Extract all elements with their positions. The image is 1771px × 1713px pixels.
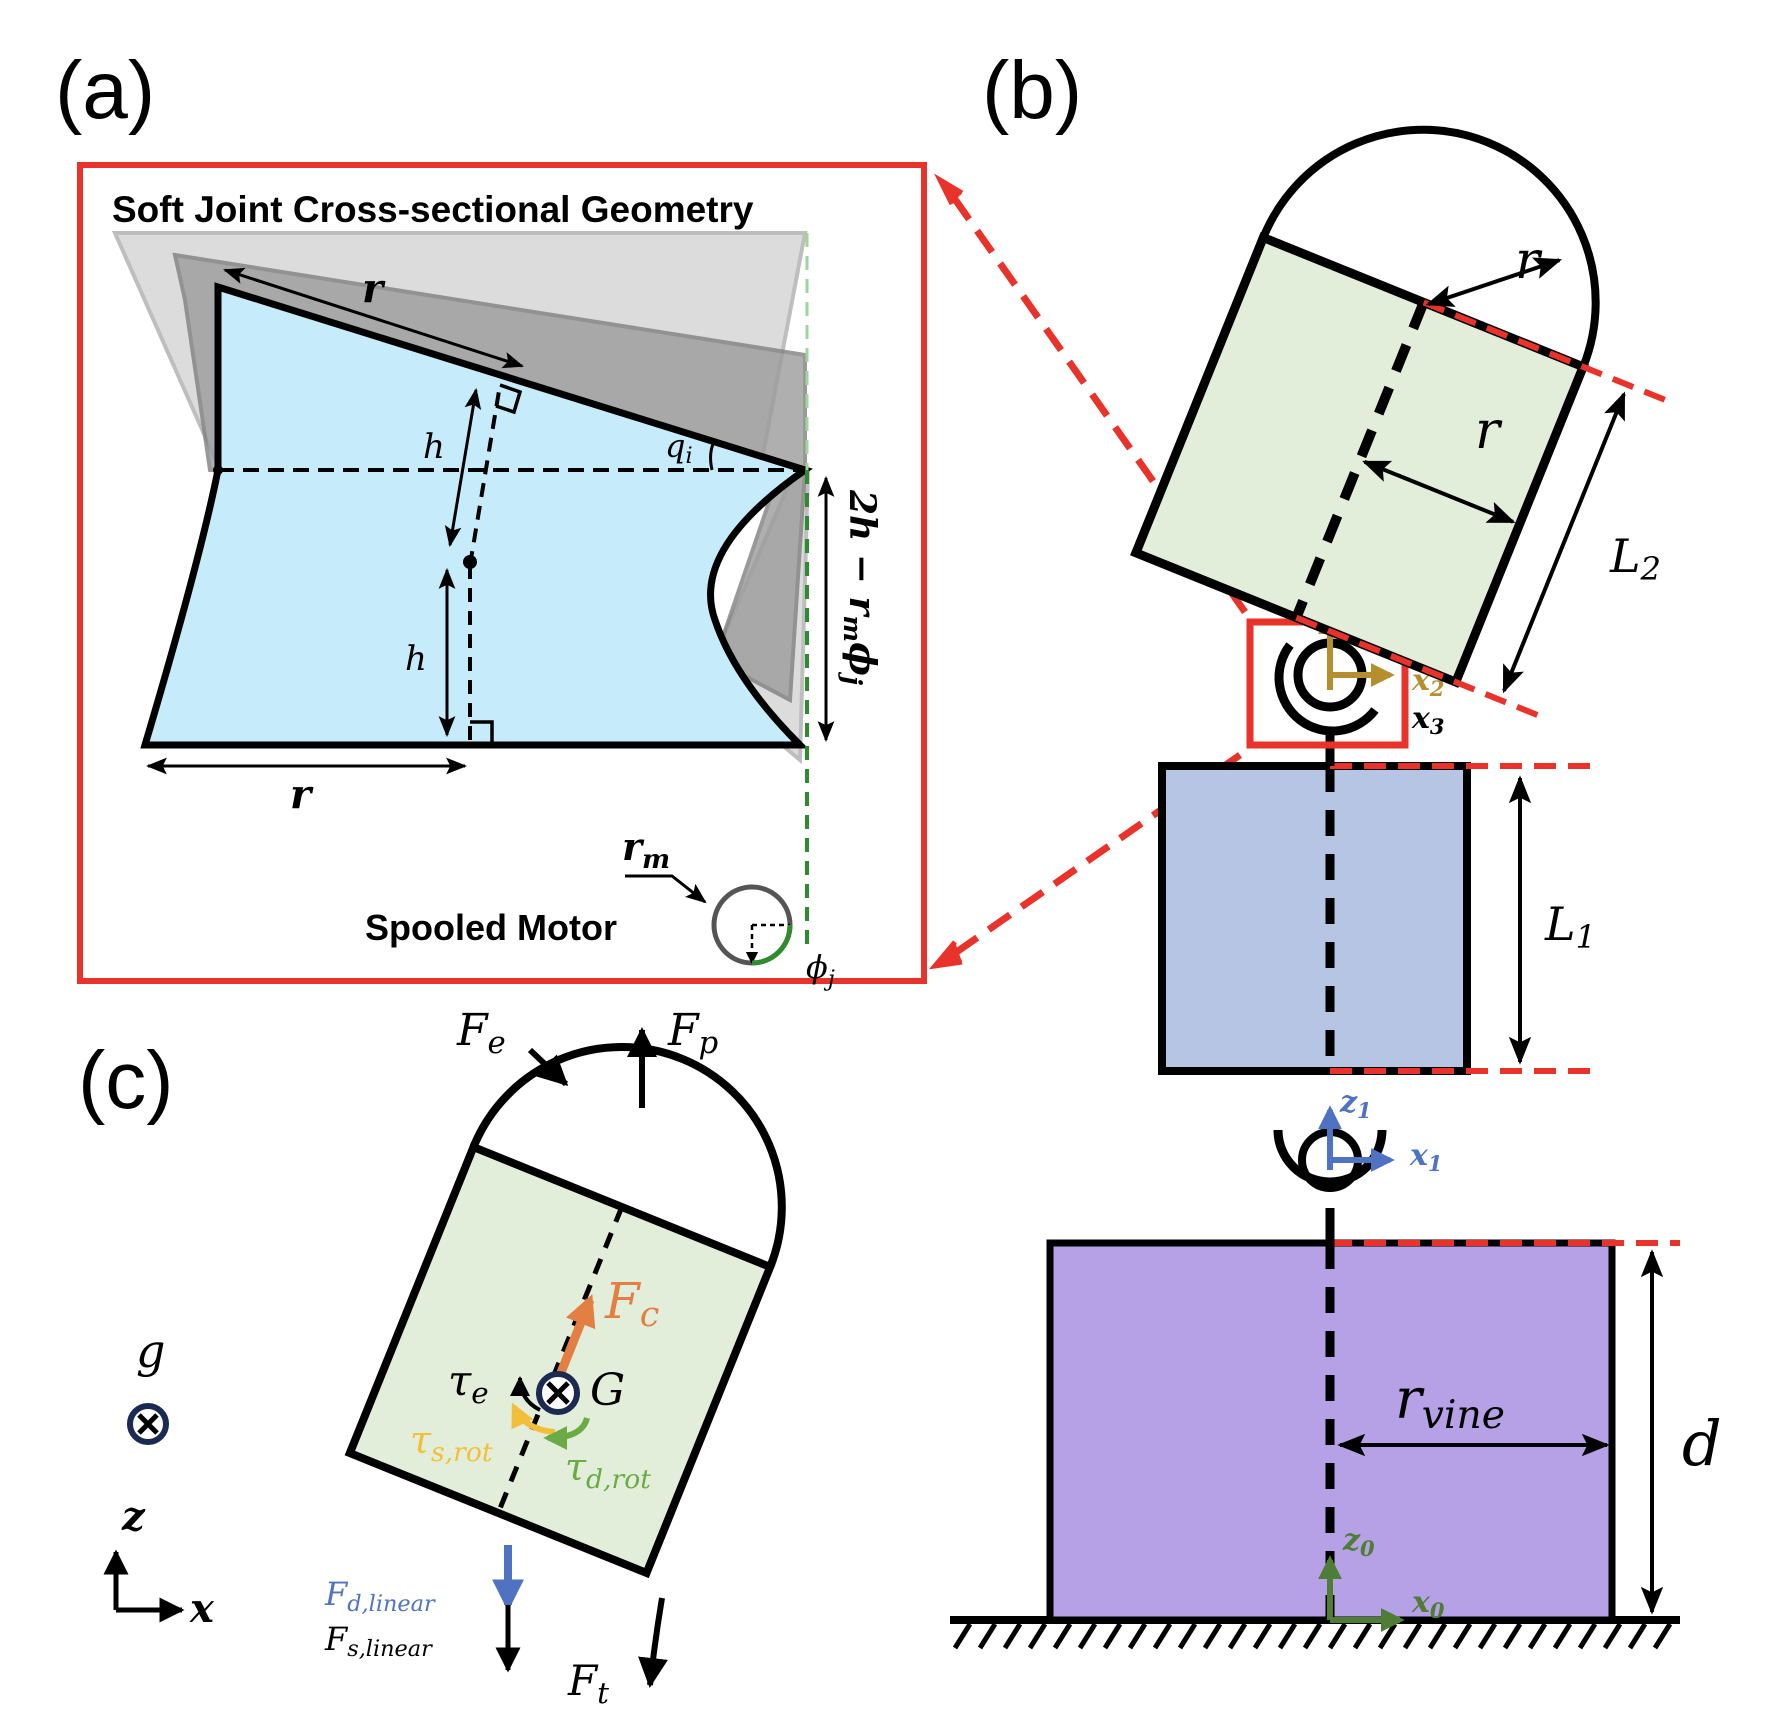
into-page-cross (546, 1381, 570, 1405)
link2-axis (1291, 300, 1429, 620)
r-dimension-link2 (1362, 460, 1516, 524)
label-r-bottom: r (290, 771, 314, 818)
panel-label-c: (c) (78, 1035, 174, 1126)
label-Fd-linear: Fd,linear (324, 1575, 436, 1617)
torque-e-arc (510, 1376, 541, 1412)
label-tau-s: τs,rot (410, 1418, 493, 1468)
force-Fe-arrow (527, 1047, 569, 1087)
link2-bottom-guide (1295, 614, 1539, 718)
right-angle-bottom (470, 720, 494, 745)
right-angle-top (495, 383, 523, 415)
label-Fe: Fe (456, 1005, 506, 1061)
label-rvine: rvine (1395, 1367, 1505, 1438)
motor-caption: Spooled Motor (365, 907, 617, 948)
ground-hatching (952, 1622, 1673, 1650)
label-Ft: Ft (567, 1656, 609, 1710)
panel-a: Soft Joint Cross-sectional Geometry r h … (77, 162, 927, 992)
panel-label-b: (b) (982, 45, 1082, 136)
label-r-top: r (362, 265, 386, 312)
label-r-cap: r (1515, 231, 1543, 291)
label-L2: L2 (1609, 529, 1661, 588)
torque-d-rot-arc (543, 1417, 590, 1450)
callout-arrowhead-upper (933, 173, 964, 206)
label-x3: x3 (1411, 701, 1445, 739)
label-axis-x: x (189, 1585, 215, 1632)
label-h-lower: h (405, 639, 427, 679)
link2-block (1130, 231, 1590, 688)
label-z0: z0 (1342, 1523, 1375, 1561)
force-Fc-arrow (553, 1294, 596, 1382)
label-rm: rm (622, 824, 670, 875)
link1-block (1158, 762, 1471, 1075)
label-G: G (590, 1365, 625, 1416)
fbd-link-block (344, 1141, 776, 1579)
motor-wrap-arc (751, 924, 793, 966)
r-dimension-cap (1425, 257, 1563, 307)
link2-top-guide (1422, 299, 1666, 403)
label-Fs-linear: Fs,linear (324, 1620, 433, 1662)
label-g: g (136, 1324, 165, 1378)
label-h-upper: h (423, 427, 445, 467)
label-d: d (1682, 1407, 1722, 1480)
L2-dimension (1502, 391, 1626, 694)
label-tendon-length: 2h − rmϕj (838, 489, 883, 685)
r-dimension-top (223, 267, 524, 369)
label-z1: z1 (1339, 1085, 1372, 1123)
label-tau-e: τe (448, 1356, 489, 1410)
panel-label-a: (a) (55, 45, 155, 136)
free-body-link (344, 1043, 786, 1579)
h-dimension-upper (444, 387, 482, 548)
label-Fp: Fp (667, 1005, 718, 1061)
link2-group (1130, 125, 1666, 718)
label-phi: ϕj (806, 948, 835, 992)
label-x0: x0 (1411, 1585, 1445, 1623)
label-L1: L1 (1544, 897, 1596, 956)
gravity-cross (137, 1413, 159, 1435)
label-r-link2: r (1475, 401, 1503, 461)
inset-title: Soft Joint Cross-sectional Geometry (112, 189, 754, 230)
label-Fc: Fc (604, 1272, 659, 1335)
panel-c: Fe Fp Fc G τe τs,rot τd,rot Fd,linear Fs… (103, 1005, 786, 1710)
force-Ft-arrow (638, 1597, 668, 1688)
link2-cap (1259, 125, 1600, 369)
inset-frame (77, 162, 927, 984)
angle-arc (709, 439, 717, 471)
joint2-rotation-arc (1274, 642, 1379, 736)
label-tau-d: τd,rot (565, 1445, 651, 1495)
label-axis-z: z (121, 1493, 146, 1540)
fbd-link-cap (469, 1043, 786, 1269)
rm-pointer (625, 874, 707, 904)
center-point (463, 555, 477, 569)
panel-b: rvine d z0 x0 z1 x1 L1 z2 z3 x2 x3 (950, 125, 1722, 1650)
label-x1: x1 (1409, 1138, 1443, 1176)
callout-arrowhead-lower (928, 940, 963, 970)
label-angle: qi (665, 427, 693, 469)
midline-left-point (213, 465, 223, 475)
